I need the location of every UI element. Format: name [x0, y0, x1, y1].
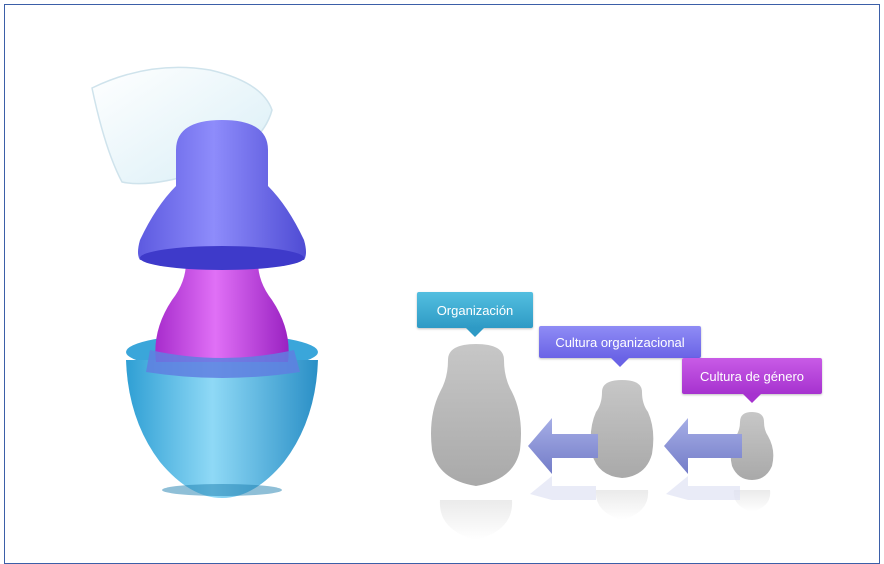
organizational-culture-doll-silhouette: [591, 380, 654, 520]
organizational-culture-callout: Cultura organizacional: [539, 326, 701, 358]
left-arrow-icon: [528, 418, 598, 500]
organization-callout: Organización: [417, 292, 533, 328]
left-arrow-icon: [664, 418, 742, 500]
organization-doll-silhouette: [431, 344, 521, 540]
gender-culture-callout: Cultura de género: [682, 358, 822, 394]
